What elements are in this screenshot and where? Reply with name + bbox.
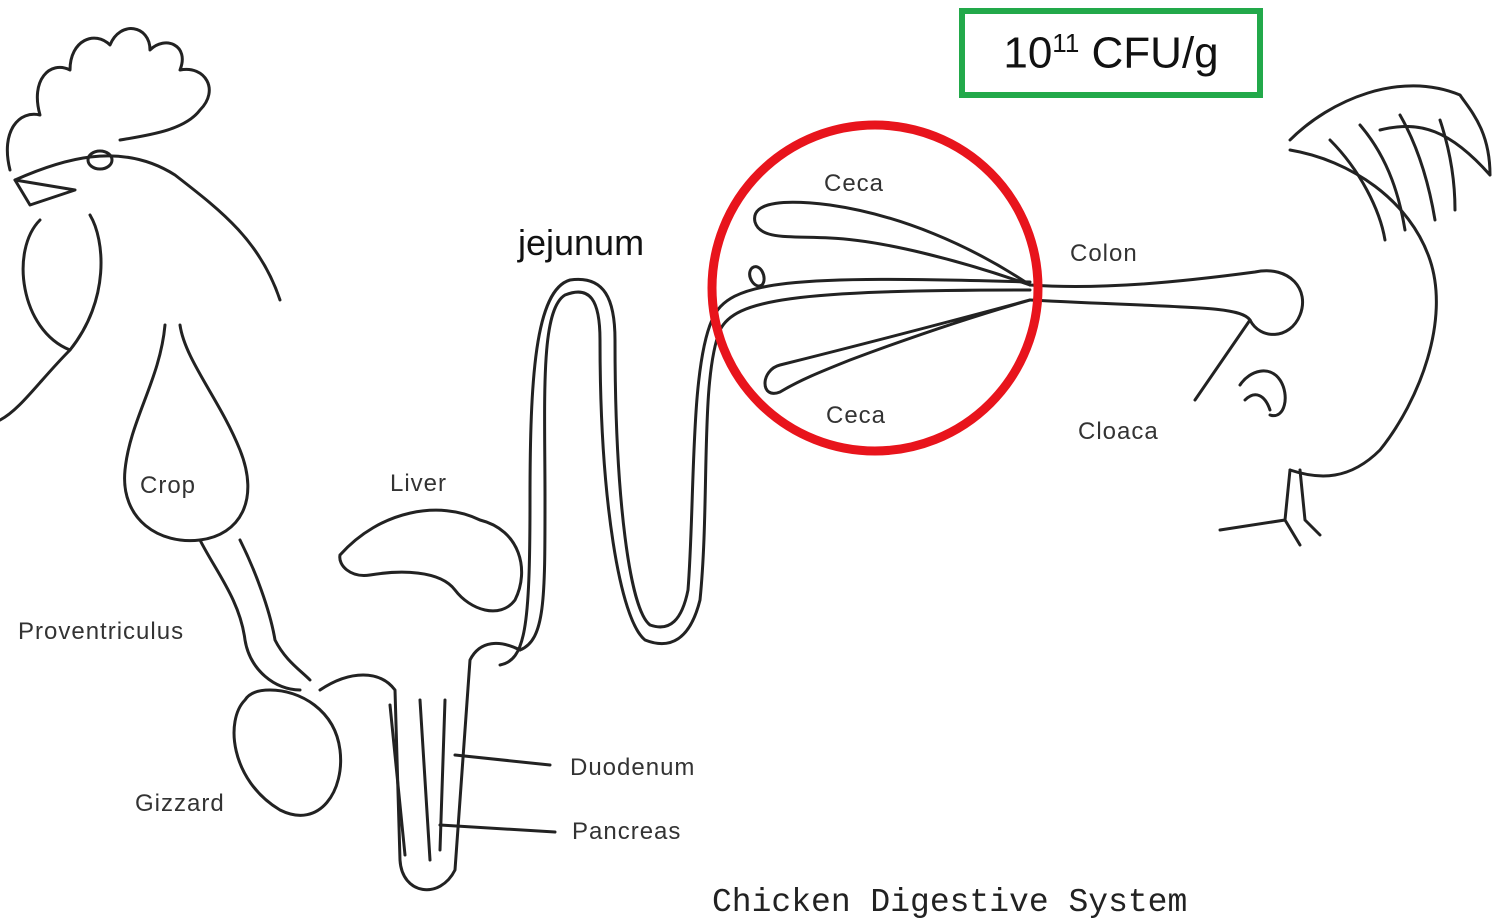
label-ceca-top: Ceca [824, 170, 884, 198]
liver-outline [340, 510, 522, 611]
label-proventriculus: Proventriculus [18, 618, 184, 646]
gizzard-outline [234, 690, 341, 815]
label-liver: Liver [390, 470, 447, 498]
cfu-annotation-box: 1011 CFU/g [959, 8, 1263, 98]
cfu-exponent: 11 [1052, 28, 1079, 58]
label-jejunum: jejunum [518, 222, 644, 264]
esophagus-crop [125, 325, 248, 541]
label-cloaca: Cloaca [1078, 418, 1159, 446]
beak-outline [15, 180, 75, 205]
cfu-text: 1011 CFU/g [1003, 28, 1218, 79]
head-outline [15, 156, 280, 300]
leg-outline [1220, 470, 1320, 545]
proventriculus-outline [200, 540, 310, 690]
body-outline [1290, 150, 1436, 476]
neck-outline [0, 350, 70, 420]
label-crop: Crop [140, 472, 196, 500]
ceca-entry-mark [750, 267, 764, 286]
label-pancreas: Pancreas [572, 818, 681, 846]
label-ceca-bottom: Ceca [826, 402, 886, 430]
eye-outline [88, 151, 112, 169]
label-duodenum: Duodenum [570, 754, 695, 782]
diagram-caption: Chicken Digestive System [712, 884, 1187, 921]
ceca-top-outline [755, 202, 1030, 285]
cfu-unit: CFU/g [1092, 28, 1219, 77]
jejunum-inner [500, 279, 1030, 665]
duodenum-pointer [455, 755, 550, 765]
wing-feathers [1240, 371, 1285, 416]
ceca-bottom-outline [765, 300, 1030, 393]
comb-outline [7, 29, 209, 170]
wattle-outline [23, 215, 101, 350]
jejunum-outline [520, 290, 1030, 650]
tail-outline [1290, 86, 1490, 175]
duodenum-outline [320, 643, 520, 889]
label-colon: Colon [1070, 240, 1138, 268]
colon-outline [1030, 271, 1303, 335]
cloaca-pointer [1195, 320, 1250, 400]
cfu-base: 10 [1003, 28, 1052, 77]
label-gizzard: Gizzard [135, 790, 225, 818]
